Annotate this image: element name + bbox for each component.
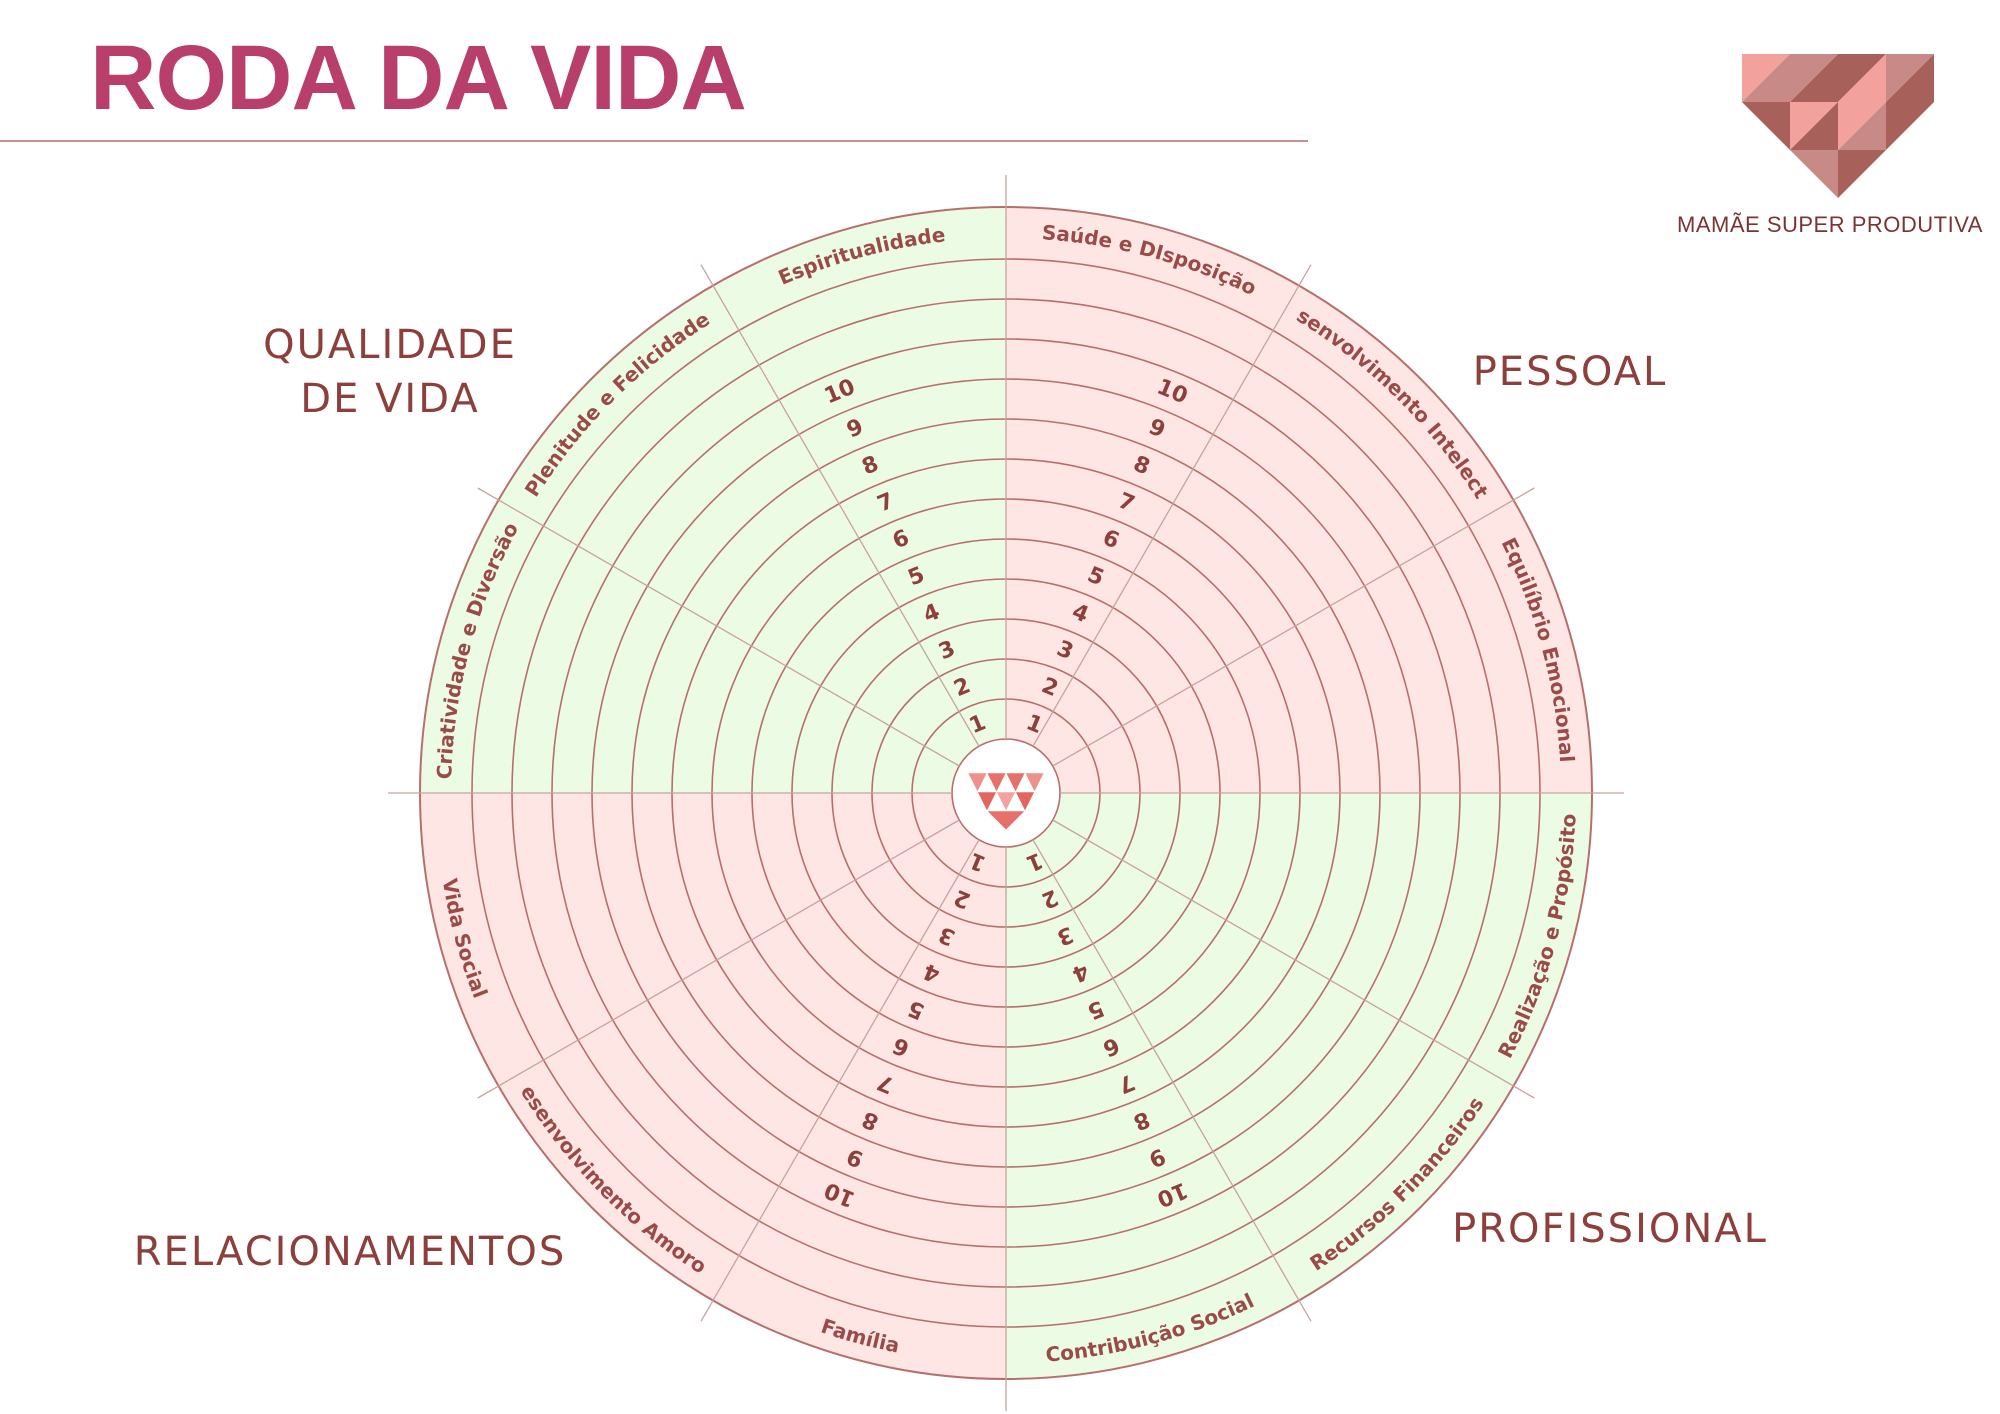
heart-triangles-logo-icon (1742, 54, 1934, 198)
logo-triangle (1790, 102, 1838, 150)
center-heart-triangle (996, 791, 1016, 812)
page-title: RODA DA VIDA (90, 27, 747, 129)
logo-triangle (1790, 150, 1838, 198)
center-heart-triangle (1024, 772, 1045, 793)
wheel-divider (1032, 264, 1312, 747)
brand-logo: MAMÃE SUPER PRODUTIVA (1670, 48, 1990, 248)
center-heart-triangle (986, 810, 1026, 831)
quadrant-label-qualidade-de-vida: QUALIDADE DE VIDA (263, 322, 517, 422)
wheel-segment (1006, 207, 1299, 793)
wheel-segment (498, 285, 1006, 793)
wheel-divider (477, 487, 960, 767)
logo-triangle (1886, 54, 1934, 102)
wheel-divider (1052, 487, 1535, 767)
wheel-segment (713, 793, 1006, 1379)
center-heart-icon (967, 772, 1045, 831)
logo-triangle (1886, 102, 1934, 150)
title-divider (0, 140, 1308, 142)
wheel-segments (420, 207, 1592, 1379)
quadrant-label-pessoal: PESSOAL (1472, 349, 1668, 395)
logo-triangle (1790, 54, 1838, 102)
logo-triangle (1838, 54, 1886, 102)
quadrant-label-profissional: PROFISSIONAL (1452, 1206, 1768, 1252)
brand-name: MAMÃE SUPER PRODUTIVA (1677, 212, 1983, 237)
wheel-divider (700, 839, 980, 1322)
center-heart-triangle (1015, 791, 1035, 812)
wheel-segment (498, 793, 1006, 1301)
logo-triangle (1838, 102, 1886, 150)
wheel-divider (700, 264, 980, 747)
wheel-divider (477, 819, 960, 1099)
center-heart-triangle (967, 772, 988, 793)
wheel-segment (1006, 285, 1514, 793)
logo-triangle (1742, 102, 1790, 150)
quadrant-label-relacionamentos: RELACIONAMENTOS (133, 1229, 567, 1275)
wheel-divider (1052, 819, 1535, 1099)
wheel-segment (1006, 793, 1592, 1086)
wheel-segment (1006, 500, 1592, 793)
center-heart-triangle (986, 772, 1007, 793)
center-heart-triangle (1005, 772, 1026, 793)
logo-triangle (1838, 150, 1886, 198)
center-heart-triangle (977, 791, 997, 812)
wheel-segment (420, 793, 1006, 1086)
wheel-segment (713, 207, 1006, 793)
wheel-segment (420, 500, 1006, 793)
wheel-segment (1006, 793, 1514, 1301)
wheel-divider (1032, 839, 1312, 1322)
wheel-segment (1006, 793, 1299, 1379)
wheel-dividers (388, 175, 1624, 1411)
logo-triangle (1742, 54, 1790, 102)
